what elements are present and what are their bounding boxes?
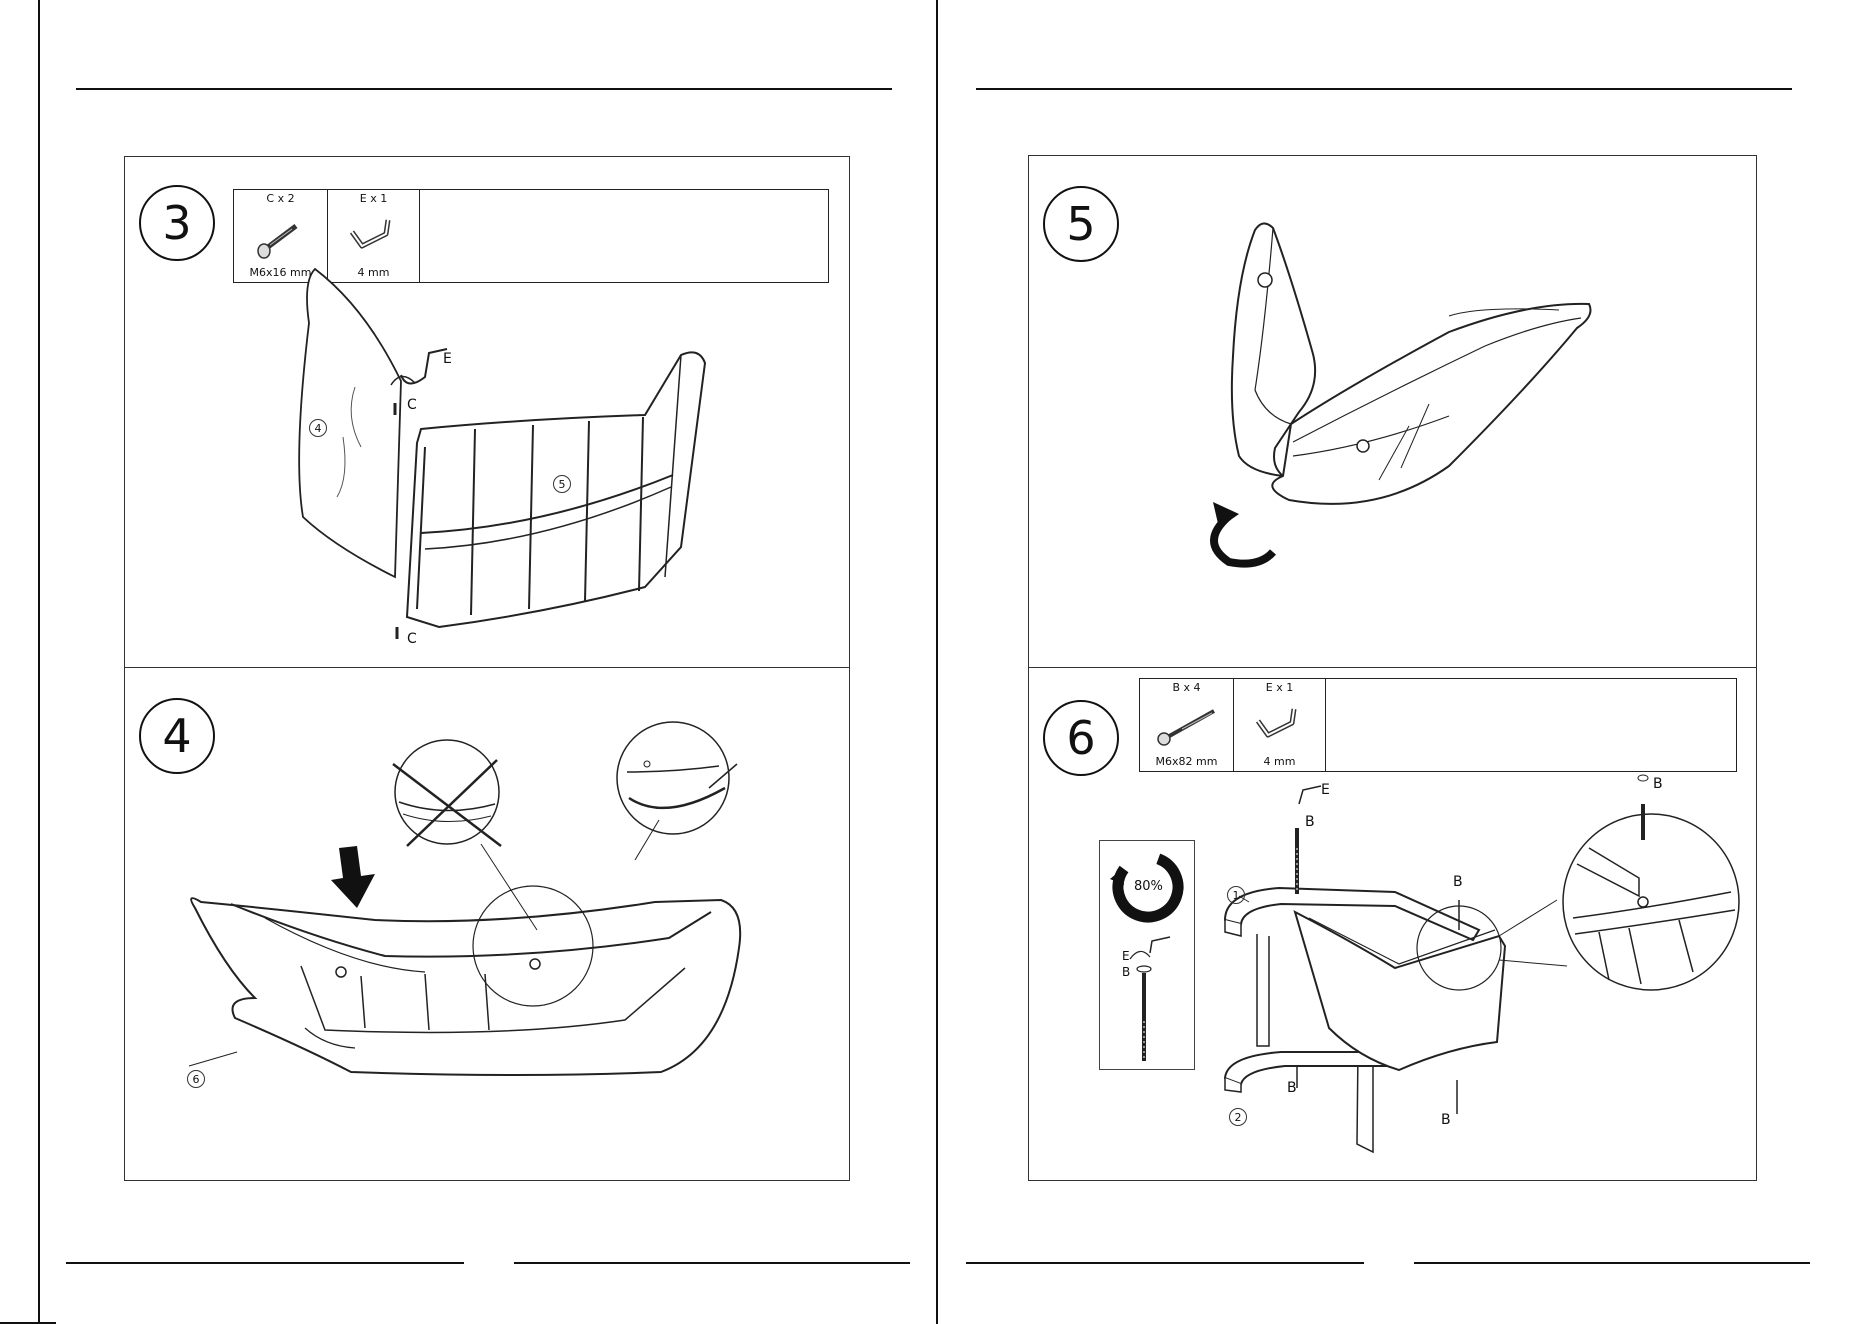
label-c-bottom: C [407,631,417,647]
step6-illustration [1029,668,1758,1182]
label-b-top: B [1305,814,1315,830]
label-c-top: C [407,397,417,413]
label-b-bottom: B [1441,1112,1451,1128]
label-e: E [443,351,452,367]
label-b-top-right: B [1653,776,1663,792]
page-divider [936,0,938,1324]
footer-rule-right-b [1414,1262,1810,1264]
step3-panel: 3 C x 2 M6x16 mm E x 1 4 mm [124,156,850,668]
label-part4: 4 [309,419,327,437]
label-e-top: E [1321,782,1330,798]
page-left-edge [38,0,40,1324]
footer-rule-left-b [514,1262,910,1264]
footer-rule-left-a [66,1262,464,1264]
label-b-low: B [1287,1080,1297,1096]
header-rule-left [76,88,892,90]
label-part2: 2 [1229,1108,1247,1126]
step5-panel: 5 [1028,155,1757,668]
header-rule-right [976,88,1792,90]
footer-rule-right-a [966,1262,1364,1264]
label-part5: 5 [553,475,571,493]
step4-illustration [125,668,851,1182]
label-b-mid: B [1453,874,1463,890]
label-part1: 1 [1227,886,1245,904]
label-part6: 6 [187,1070,205,1088]
step3-illustration [125,157,851,669]
step4-panel: 4 6 [124,667,850,1181]
step5-illustration [1029,156,1758,669]
step6-panel: 6 B x 4 M6x82 mm E x 1 4 mm [1028,667,1757,1181]
